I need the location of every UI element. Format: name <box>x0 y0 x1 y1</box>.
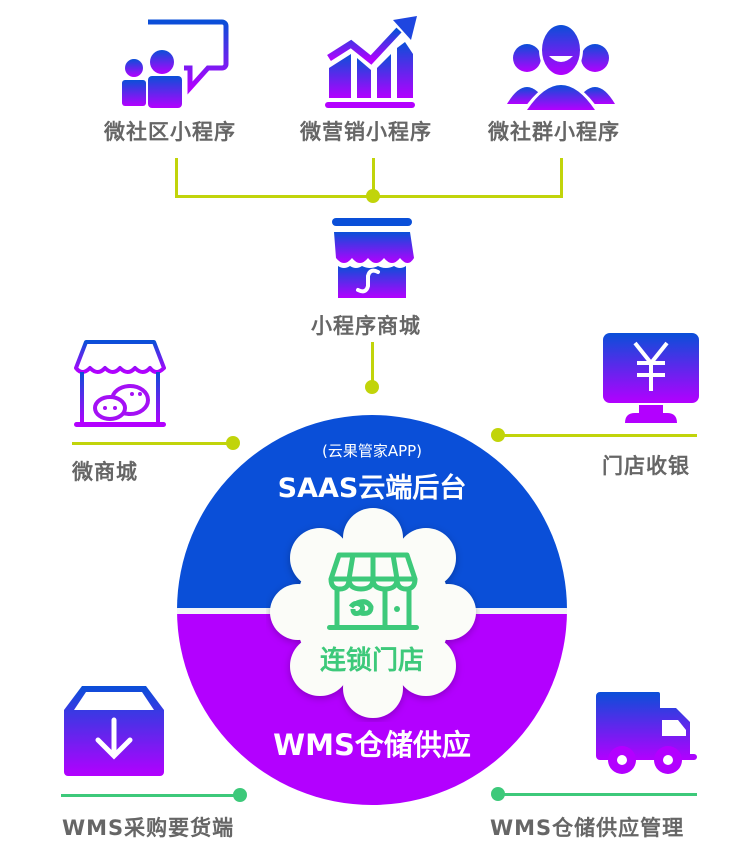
connector-line <box>560 158 563 198</box>
connector-line <box>500 793 697 796</box>
top-app-label-community: 微社区小程序 <box>104 120 236 144</box>
delivery-truck-icon <box>596 690 700 776</box>
community-chat-icon <box>120 18 230 110</box>
top-app-label-marketing: 微营销小程序 <box>300 120 432 144</box>
growth-chart-icon <box>325 14 419 110</box>
connector-dot <box>365 380 379 394</box>
connector-line <box>372 158 375 198</box>
wms-supply-label: WMS仓储供应管理 <box>490 816 685 840</box>
connector-dot <box>491 787 505 801</box>
user-group-icon <box>505 20 617 110</box>
connector-line <box>72 442 232 445</box>
connector-line <box>61 794 239 797</box>
download-box-icon <box>62 684 166 778</box>
mini-mall-label: 小程序商城 <box>311 314 421 338</box>
chain-store-icon <box>325 551 421 631</box>
connector-dot <box>233 788 247 802</box>
wms-purchase-label: WMS采购要货端 <box>62 816 235 840</box>
chain-store-label: 连锁门店 <box>319 646 424 676</box>
wechat-store-icon <box>72 338 168 430</box>
connector-dot <box>366 189 380 203</box>
mini-program-store-icon <box>330 216 416 302</box>
cashier-monitor-icon <box>603 333 699 423</box>
store-cashier-label: 门店收银 <box>602 454 690 478</box>
connector-line <box>500 434 697 437</box>
connector-line <box>371 342 374 382</box>
connector-line <box>175 158 178 198</box>
wms-title: WMS仓储供应 <box>273 728 471 762</box>
saas-title: SAAS云端后台 <box>277 473 467 504</box>
wechat-mall-label: 微商城 <box>72 460 138 484</box>
top-app-label-group: 微社群小程序 <box>488 120 620 144</box>
saas-subtitle: (云果管家APP) <box>321 442 423 460</box>
